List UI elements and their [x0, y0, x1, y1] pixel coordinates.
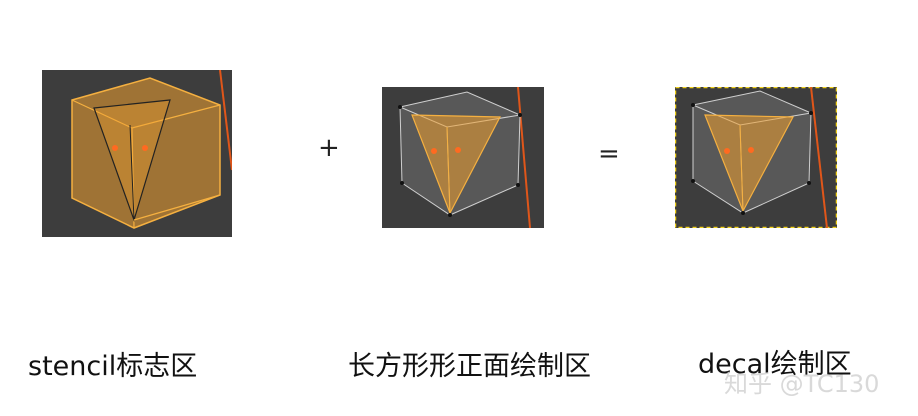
decal-viewport: [675, 87, 837, 228]
equals-operator: =: [598, 139, 620, 169]
stencil-caption: stencil标志区: [28, 351, 198, 382]
decal-caption: decal绘制区: [698, 349, 852, 380]
rect-front-viewport: [382, 87, 544, 228]
plus-operator: +: [318, 133, 340, 163]
watermark-text: 知乎 @TC130: [724, 370, 880, 398]
stencil-viewport: [42, 70, 232, 237]
rect-front-caption: 长方形形正面绘制区: [348, 351, 591, 382]
